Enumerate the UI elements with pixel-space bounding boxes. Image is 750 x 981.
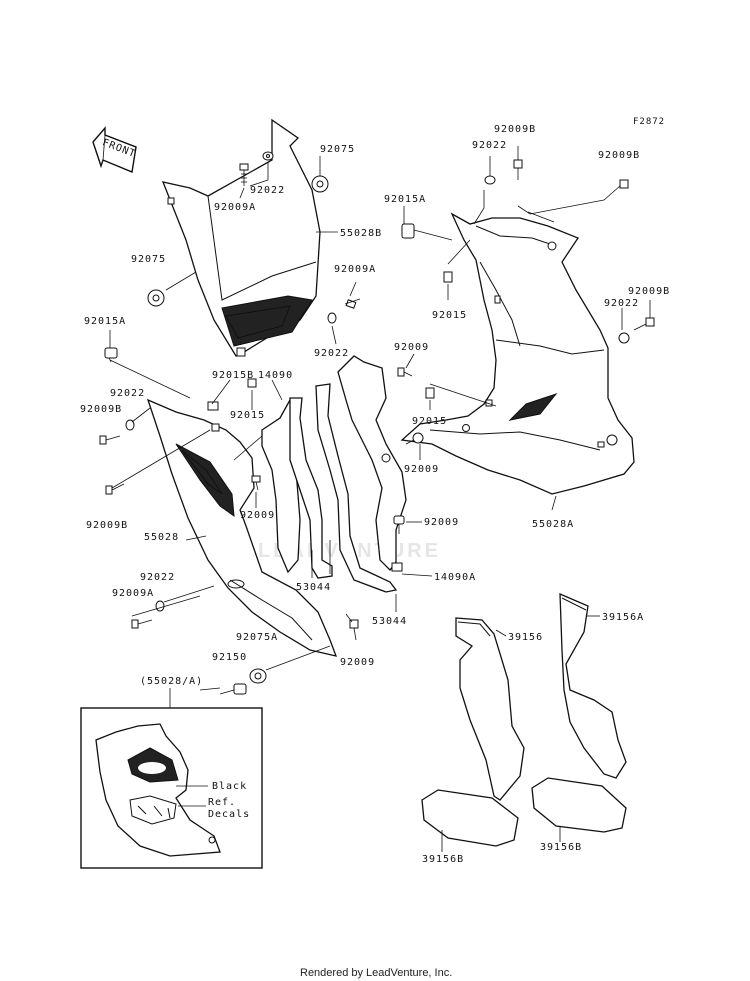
pad-39156: [455, 617, 525, 801]
grommet-icon: [311, 175, 329, 193]
inset-ref-label: (55028/A): [140, 676, 203, 687]
part-labels: 92075 92022 92009A 55028B 92075 92009A 9…: [80, 124, 670, 865]
inner-cover-55028b: [161, 118, 321, 357]
inset-decals-label-2: Decals: [208, 809, 250, 820]
part-label[interactable]: 14090A: [434, 572, 476, 583]
grommet-icon: [147, 289, 165, 307]
pad-39156b-left: [421, 789, 519, 847]
part-label[interactable]: 92015: [412, 416, 447, 427]
bolt-icon: [397, 367, 413, 377]
part-label[interactable]: 92009A: [214, 202, 256, 213]
bolt-icon: [105, 483, 125, 495]
part-label[interactable]: 39156B: [540, 842, 582, 853]
leader-lines: [105, 146, 651, 852]
bolt-icon: [393, 515, 405, 534]
part-label[interactable]: 92015A: [84, 316, 126, 327]
bolt-icon: [405, 432, 424, 445]
part-label[interactable]: 92009: [340, 657, 375, 668]
part-label[interactable]: 92009B: [80, 404, 122, 415]
part-label[interactable]: 92022: [314, 348, 349, 359]
bolt-icon: [345, 613, 359, 629]
pad-39156a: [559, 592, 627, 779]
part-label[interactable]: 92009A: [334, 264, 376, 275]
washer-icon: [125, 419, 135, 431]
part-label[interactable]: 39156A: [602, 612, 644, 623]
nut-icon: [425, 387, 435, 399]
part-label[interactable]: 92015B: [212, 370, 254, 381]
part-label[interactable]: 92009B: [86, 520, 128, 531]
part-label[interactable]: 55028: [144, 532, 179, 543]
bolt-icon: [401, 223, 415, 239]
part-label[interactable]: 53044: [296, 582, 331, 593]
part-label[interactable]: 92009A: [112, 588, 154, 599]
bolt-icon: [104, 347, 118, 363]
washer-icon: [262, 151, 274, 161]
part-label[interactable]: 92150: [212, 652, 247, 663]
part-label[interactable]: 92009: [394, 342, 429, 353]
diagram-code: F2872: [633, 117, 665, 127]
part-label[interactable]: 39156: [508, 632, 543, 643]
part-label[interactable]: 92022: [604, 298, 639, 309]
footer-credit: Rendered by LeadVenture, Inc.: [300, 967, 452, 979]
part-label[interactable]: 92075: [131, 254, 166, 265]
bolt-icon: [251, 475, 261, 491]
part-label[interactable]: 92015A: [384, 194, 426, 205]
washer-icon: [618, 332, 630, 344]
bolt-icon: [513, 159, 523, 180]
decal-inset: (55028/A) Black Ref. Decals: [80, 676, 263, 869]
part-label[interactable]: 92009B: [628, 286, 670, 297]
nut-icon: [247, 378, 257, 388]
washer-icon: [155, 600, 165, 612]
bolt-icon: [239, 163, 249, 186]
part-label[interactable]: 92022: [472, 140, 507, 151]
part-label[interactable]: 92009B: [494, 124, 536, 135]
pad-39156b-right: [531, 777, 627, 833]
bolt-icon: [219, 683, 247, 695]
part-label[interactable]: 92015: [230, 410, 265, 421]
bolt-icon: [344, 298, 361, 309]
part-label[interactable]: 92009: [424, 517, 459, 528]
bolt-icon: [633, 317, 655, 331]
inset-decals-label-1: Ref.: [208, 797, 236, 808]
grommet-icon: [249, 668, 267, 684]
front-arrow-icon: FRONT: [92, 126, 137, 173]
bracket-14090a: [337, 355, 407, 572]
part-label[interactable]: 92009: [240, 510, 275, 521]
part-label[interactable]: 92075: [320, 144, 355, 155]
washer-icon: [484, 175, 496, 185]
side-cowl-55028a: [400, 212, 635, 495]
washer-icon: [327, 312, 337, 324]
part-label[interactable]: 39156B: [422, 854, 464, 865]
part-label[interactable]: 92009B: [598, 150, 640, 161]
bolt-icon: [131, 619, 153, 629]
part-label[interactable]: 55028A: [532, 519, 574, 530]
part-label[interactable]: 92075A: [236, 632, 278, 643]
part-label[interactable]: 14090: [258, 370, 293, 381]
part-label[interactable]: 92015: [432, 310, 467, 321]
part-label[interactable]: 55028B: [340, 228, 382, 239]
part-label[interactable]: 92022: [110, 388, 145, 399]
part-label[interactable]: 53044: [372, 616, 407, 627]
bolt-icon: [99, 435, 121, 445]
inset-black-label: Black: [212, 781, 247, 792]
part-label[interactable]: 92022: [250, 185, 285, 196]
seal-53044-left: [289, 397, 333, 579]
part-label[interactable]: 92009: [404, 464, 439, 475]
seal-53044-right: [315, 383, 398, 593]
bolt-icon: [603, 179, 629, 201]
lower-cowl-55028: [146, 398, 338, 657]
nut-icon: [443, 271, 453, 283]
part-label[interactable]: 92022: [140, 572, 175, 583]
